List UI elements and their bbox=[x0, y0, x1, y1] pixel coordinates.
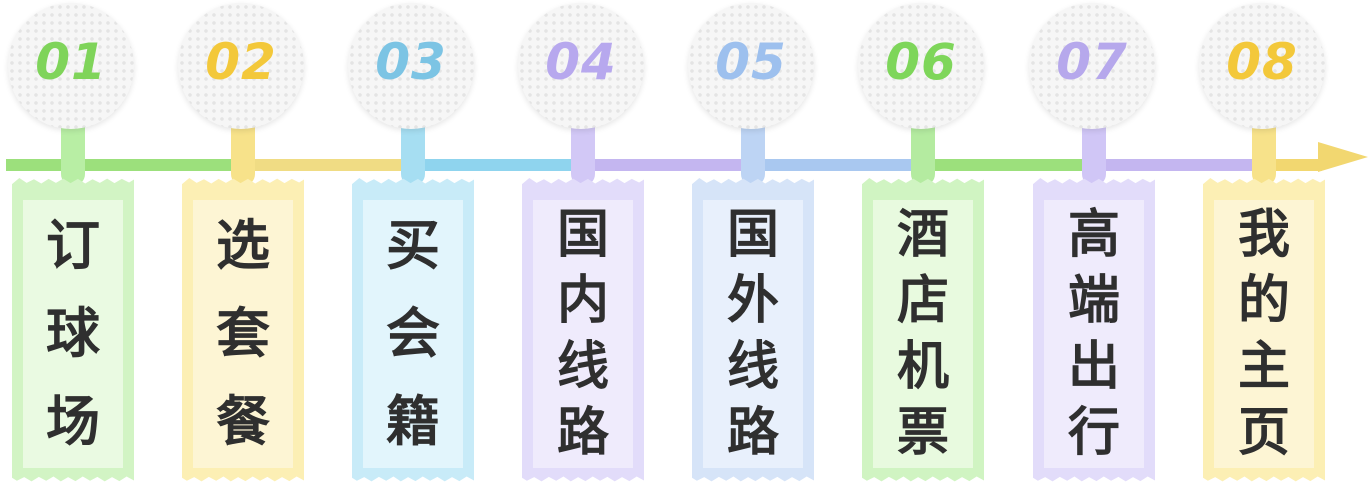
step-label-char: 页 bbox=[1237, 403, 1290, 463]
step-connector bbox=[571, 126, 595, 186]
step-banner: 国内线路 bbox=[522, 178, 644, 482]
step-number: 03 bbox=[375, 33, 447, 91]
step-label-char: 国 bbox=[556, 205, 609, 265]
step-label-char: 路 bbox=[556, 403, 609, 463]
step-number: 07 bbox=[1056, 33, 1128, 91]
step-number: 06 bbox=[885, 33, 957, 91]
step-connector bbox=[1082, 126, 1106, 186]
step-number-circle: 07 bbox=[1029, 3, 1155, 129]
step-number: 02 bbox=[205, 33, 277, 91]
step-label-char: 套 bbox=[216, 302, 270, 365]
step-label: 选套餐 bbox=[193, 200, 293, 468]
step-label-char: 票 bbox=[896, 403, 949, 463]
step-number-circle: 06 bbox=[858, 3, 984, 129]
step-connector bbox=[741, 126, 765, 186]
step-label-char: 订 bbox=[46, 214, 100, 277]
step-number: 04 bbox=[545, 33, 617, 91]
step-item[interactable]: 01 订球场 bbox=[8, 0, 138, 485]
step-label-char: 场 bbox=[46, 390, 100, 453]
step-number-circle: 05 bbox=[688, 3, 814, 129]
step-label-char: 会 bbox=[386, 302, 440, 365]
step-item[interactable]: 05 国外线路 bbox=[688, 0, 818, 485]
timeline-segment bbox=[580, 159, 750, 171]
step-item[interactable]: 08 我的主页 bbox=[1199, 0, 1329, 485]
step-label-char: 出 bbox=[1067, 337, 1120, 397]
step-banner: 买会籍 bbox=[352, 178, 474, 482]
step-connector bbox=[61, 126, 85, 186]
step-label: 订球场 bbox=[23, 200, 123, 468]
step-label-char: 外 bbox=[726, 271, 779, 331]
step-banner: 酒店机票 bbox=[862, 178, 984, 482]
step-label-char: 内 bbox=[556, 271, 609, 331]
step-number: 08 bbox=[1226, 33, 1298, 91]
step-label: 国外线路 bbox=[703, 200, 803, 468]
step-banner: 高端出行 bbox=[1033, 178, 1155, 482]
step-item[interactable]: 04 国内线路 bbox=[518, 0, 648, 485]
step-item[interactable]: 02 选套餐 bbox=[178, 0, 308, 485]
step-number-circle: 03 bbox=[348, 3, 474, 129]
step-label: 酒店机票 bbox=[873, 200, 973, 468]
step-label-char: 线 bbox=[726, 337, 779, 397]
step-banner: 选套餐 bbox=[182, 178, 304, 482]
step-number-circle: 08 bbox=[1199, 3, 1325, 129]
step-label-char: 球 bbox=[46, 302, 100, 365]
step-banner: 国外线路 bbox=[692, 178, 814, 482]
step-item[interactable]: 03 买会籍 bbox=[348, 0, 478, 485]
step-label-char: 端 bbox=[1067, 271, 1120, 331]
step-connector bbox=[401, 126, 425, 186]
step-label-char: 我 bbox=[1237, 205, 1290, 265]
timeline-segment bbox=[750, 159, 920, 171]
step-connector bbox=[911, 126, 935, 186]
step-connector bbox=[1252, 126, 1276, 186]
step-number-circle: 01 bbox=[8, 3, 134, 129]
timeline-segment bbox=[410, 159, 580, 171]
step-number-circle: 04 bbox=[518, 3, 644, 129]
step-number: 05 bbox=[715, 33, 787, 91]
step-banner: 订球场 bbox=[12, 178, 134, 482]
step-label-char: 高 bbox=[1067, 205, 1120, 265]
step-number: 01 bbox=[35, 33, 107, 91]
step-label-char: 主 bbox=[1237, 337, 1290, 397]
step-number-circle: 02 bbox=[178, 3, 304, 129]
step-label-char: 国 bbox=[726, 205, 779, 265]
timeline-segment bbox=[240, 159, 410, 171]
step-label-char: 籍 bbox=[386, 390, 440, 453]
step-label-char: 行 bbox=[1067, 403, 1120, 463]
step-banner: 我的主页 bbox=[1203, 178, 1325, 482]
step-label-char: 的 bbox=[1237, 271, 1290, 331]
step-label-char: 买 bbox=[386, 214, 440, 277]
step-connector bbox=[231, 126, 255, 186]
step-label: 国内线路 bbox=[533, 200, 633, 468]
step-label-char: 路 bbox=[726, 403, 779, 463]
step-label-char: 线 bbox=[556, 337, 609, 397]
step-item[interactable]: 07 高端出行 bbox=[1029, 0, 1159, 485]
step-label: 我的主页 bbox=[1214, 200, 1314, 468]
step-label: 买会籍 bbox=[363, 200, 463, 468]
step-label-char: 店 bbox=[896, 271, 949, 331]
step-label-char: 选 bbox=[216, 214, 270, 277]
step-label-char: 餐 bbox=[216, 390, 270, 453]
step-label: 高端出行 bbox=[1044, 200, 1144, 468]
timeline-segment bbox=[920, 159, 1090, 171]
timeline-arrow-head bbox=[1318, 142, 1368, 172]
step-label-char: 酒 bbox=[896, 205, 949, 265]
step-label-char: 机 bbox=[896, 337, 949, 397]
step-item[interactable]: 06 酒店机票 bbox=[858, 0, 988, 485]
timeline-segment bbox=[1090, 159, 1260, 171]
